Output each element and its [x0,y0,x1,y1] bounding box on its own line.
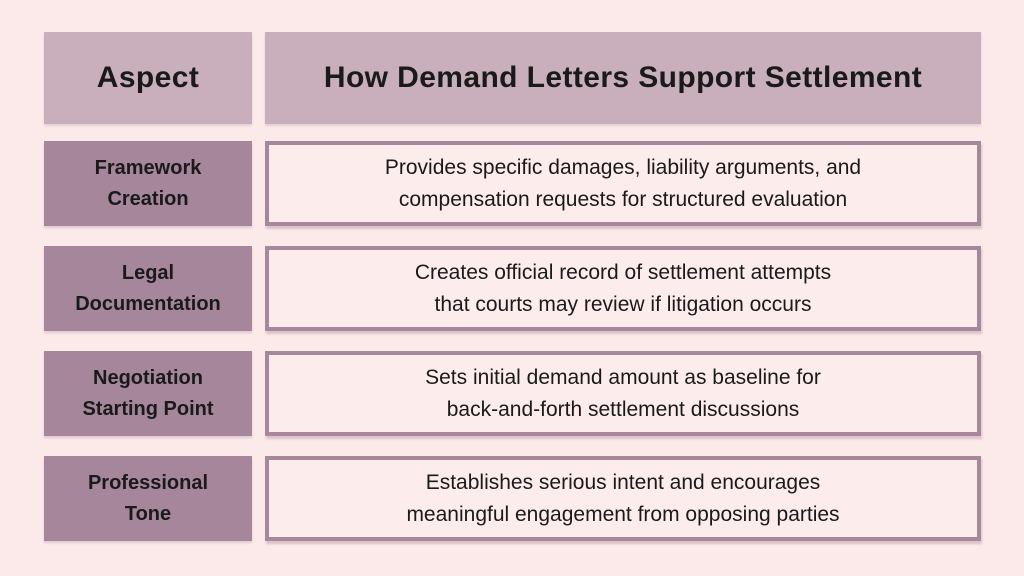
aspect-cell: Legal Documentation [44,246,252,331]
description-line: Establishes serious intent and encourage… [425,470,821,494]
table-row-legal-documentation: Legal Documentation Creates official rec… [44,246,981,331]
aspect-line: Creation [107,187,189,210]
aspect-line: Documentation [75,292,221,315]
header-row: Aspect How Demand Letters Support Settle… [44,32,981,124]
support-header-cell: How Demand Letters Support Settlement [265,32,981,124]
description-cell: Provides specific damages, liability arg… [265,141,981,226]
description-cell: Sets initial demand amount as baseline f… [265,351,981,436]
table-row-professional-tone: Professional Tone Establishes serious in… [44,456,981,541]
table-row-framework-creation: Framework Creation Provides specific dam… [44,141,981,226]
aspect-line: Legal [121,261,175,284]
description-cell: Creates official record of settlement at… [265,246,981,331]
description-line: back-and-forth settlement discussions [446,397,800,421]
aspect-header-cell: Aspect [44,32,252,124]
description-line: compensation requests for structured eva… [398,187,848,211]
description-line: Creates official record of settlement at… [414,260,832,284]
aspect-line: Starting Point [82,397,214,420]
aspect-line: Professional [87,471,209,494]
aspect-line: Tone [124,502,172,525]
description-line: Provides specific damages, liability arg… [384,155,862,179]
aspect-header-label: Aspect [96,61,200,94]
description-line: that courts may review if litigation occ… [434,292,812,316]
description-cell: Establishes serious intent and encourage… [265,456,981,541]
aspect-cell: Negotiation Starting Point [44,351,252,436]
aspect-cell: Professional Tone [44,456,252,541]
aspect-line: Negotiation [93,366,203,389]
support-header-label: How Demand Letters Support Settlement [323,61,923,94]
description-line: meaningful engagement from opposing part… [406,502,840,526]
table-row-negotiation-starting-point: Negotiation Starting Point Sets initial … [44,351,981,436]
description-line: Sets initial demand amount as baseline f… [425,365,821,389]
aspect-cell: Framework Creation [44,141,252,226]
aspect-line: Framework [94,156,202,179]
